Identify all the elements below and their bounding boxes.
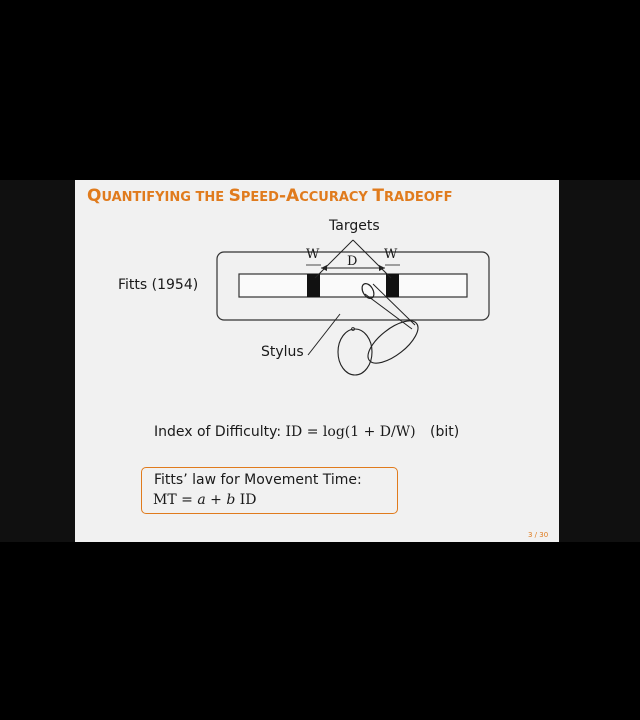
title-part: UANTIFYING THE xyxy=(101,190,229,205)
law-a: a xyxy=(197,492,206,508)
letterbox-left xyxy=(0,180,75,542)
slide-title: QUANTIFYING THE SPEED-ACCURACY TRADEOFF xyxy=(87,186,453,206)
presentation-slide: QUANTIFYING THE SPEED-ACCURACY TRADEOFF xyxy=(75,180,559,542)
target-pointer-left xyxy=(314,239,354,279)
title-part: T xyxy=(372,186,384,206)
law-formula: MT = a + b ID xyxy=(153,492,257,508)
difficulty-formula: ID = log(1 + D/W) xyxy=(285,424,416,440)
title-part: RADEOFF xyxy=(384,190,453,205)
page-number: 3 / 30 xyxy=(528,531,549,539)
distance-label: D xyxy=(347,254,358,269)
tablet-outline xyxy=(216,251,490,321)
law-b: b xyxy=(226,492,236,508)
difficulty-unit: (bit) xyxy=(430,424,460,440)
fitts-diagram xyxy=(216,239,490,376)
title-part: CCURACY xyxy=(299,190,373,205)
targets-label: Targets xyxy=(329,218,380,234)
law-rhs: ID xyxy=(235,492,257,508)
arrowhead xyxy=(379,265,385,271)
fitts-law-box: Fitts’ law for Movement Time: MT = a + b… xyxy=(141,467,398,514)
stylus-pointer xyxy=(307,313,341,356)
law-plus: + xyxy=(205,492,227,508)
index-of-difficulty: Index of Difficulty: ID = log(1 + D/W) (… xyxy=(154,424,459,440)
width-label-left: W xyxy=(306,247,320,262)
title-part: -A xyxy=(278,186,300,206)
difficulty-label: Index of Difficulty: xyxy=(154,424,282,440)
stylus-body xyxy=(364,293,413,330)
title-part: S xyxy=(228,186,241,206)
letterbox-right xyxy=(559,180,640,542)
target-strip xyxy=(238,273,468,298)
title-part: Q xyxy=(87,186,102,206)
stylus-tip xyxy=(361,283,375,299)
title-part: PEED xyxy=(240,190,279,205)
target-right xyxy=(386,274,399,297)
fitts-reference: Fitts (1954) xyxy=(118,277,199,293)
hand-palm xyxy=(337,328,373,376)
target-left xyxy=(307,274,320,297)
hand-knuckle xyxy=(351,327,355,331)
width-label-right: W xyxy=(384,247,398,262)
target-pointer-right xyxy=(352,239,392,279)
stylus-body xyxy=(372,283,416,326)
law-lhs: MT = xyxy=(153,492,198,508)
law-title: Fitts’ law for Movement Time: xyxy=(154,472,362,488)
hand-finger xyxy=(367,320,419,364)
arrowhead xyxy=(321,265,327,271)
stylus-label: Stylus xyxy=(261,344,304,360)
